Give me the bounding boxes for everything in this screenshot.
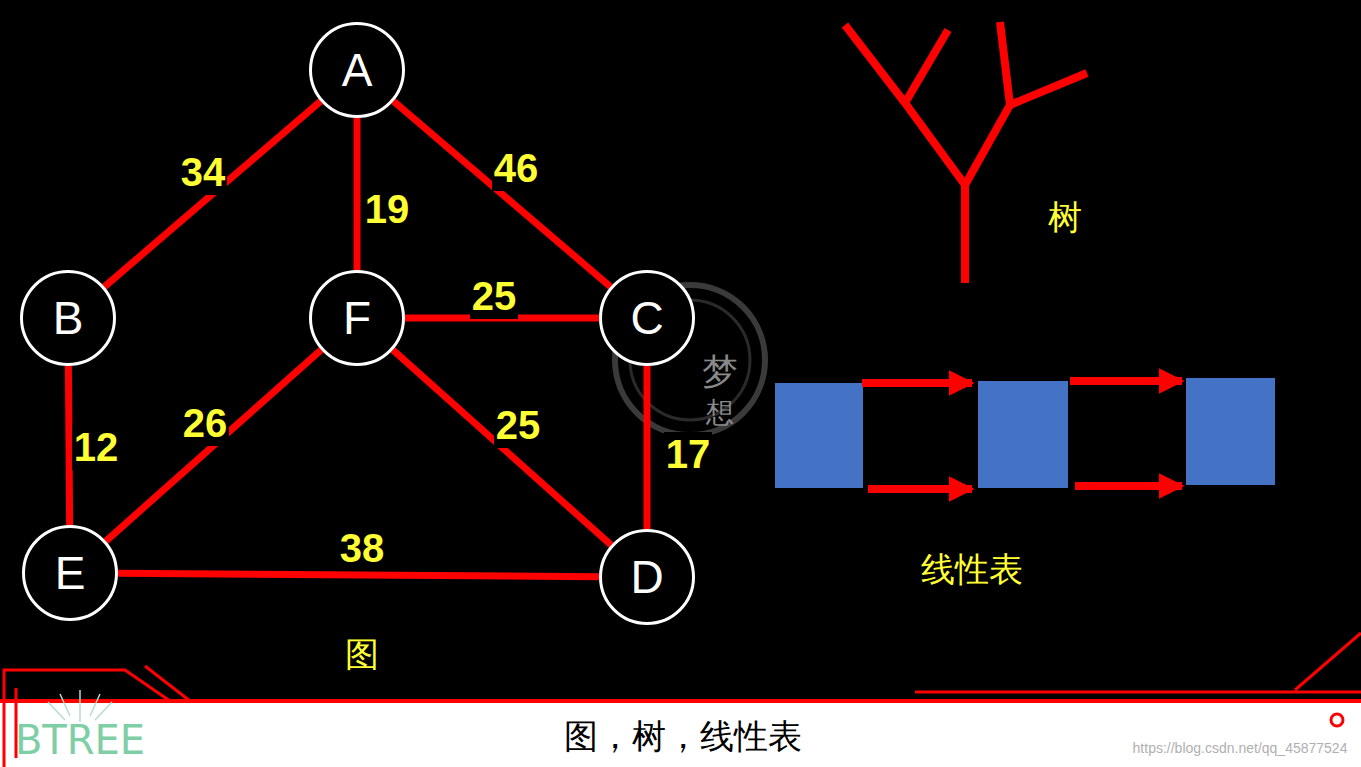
edge-weight: 46	[492, 146, 541, 191]
list-label: 线性表	[921, 547, 1023, 593]
edge-weight: 17	[664, 432, 713, 477]
edge-weight: 38	[338, 526, 387, 571]
weighted-edge	[104, 101, 320, 286]
graph-label: 图	[345, 632, 379, 678]
weighted-edge	[644, 366, 651, 529]
linked-list-illustration	[775, 378, 1275, 489]
graph-vertex: C	[599, 270, 695, 366]
weighted-edge	[106, 350, 321, 541]
vertex-name: D	[630, 550, 663, 604]
edge-weight: 26	[181, 401, 230, 446]
edge-weight: 34	[179, 150, 228, 195]
edge-weight: 12	[72, 425, 121, 470]
graph-vertex: B	[20, 270, 116, 366]
watermark: 梦	[702, 348, 738, 397]
graph-vertex: A	[309, 22, 405, 118]
weighted-edge	[393, 350, 611, 545]
graph-vertex: E	[22, 525, 118, 621]
weighted-edge	[118, 573, 599, 576]
tree-label: 树	[1048, 195, 1082, 241]
vertex-name: E	[55, 546, 86, 600]
vertex-name: C	[630, 291, 663, 345]
weighted-edge	[354, 118, 361, 270]
caption: 图，树，线性表	[564, 714, 802, 760]
edge-weight: 19	[363, 187, 412, 232]
edge-weight: 25	[470, 274, 519, 319]
tree-illustration	[845, 22, 1087, 283]
vertex-name: B	[53, 291, 84, 345]
vertex-name: F	[343, 291, 371, 345]
graph-vertex: D	[599, 529, 695, 625]
url-watermark: https://blog.csdn.net/qq_45877524	[1133, 740, 1348, 756]
graph-vertex: F	[309, 270, 405, 366]
footer-banner	[0, 633, 1361, 767]
vertex-name: A	[342, 43, 373, 97]
weighted-edge	[68, 366, 69, 525]
weighted-edge	[393, 101, 610, 287]
watermark: 想	[706, 394, 734, 432]
edge-weight: 25	[494, 403, 543, 448]
logo-text: BTREE	[15, 717, 145, 763]
